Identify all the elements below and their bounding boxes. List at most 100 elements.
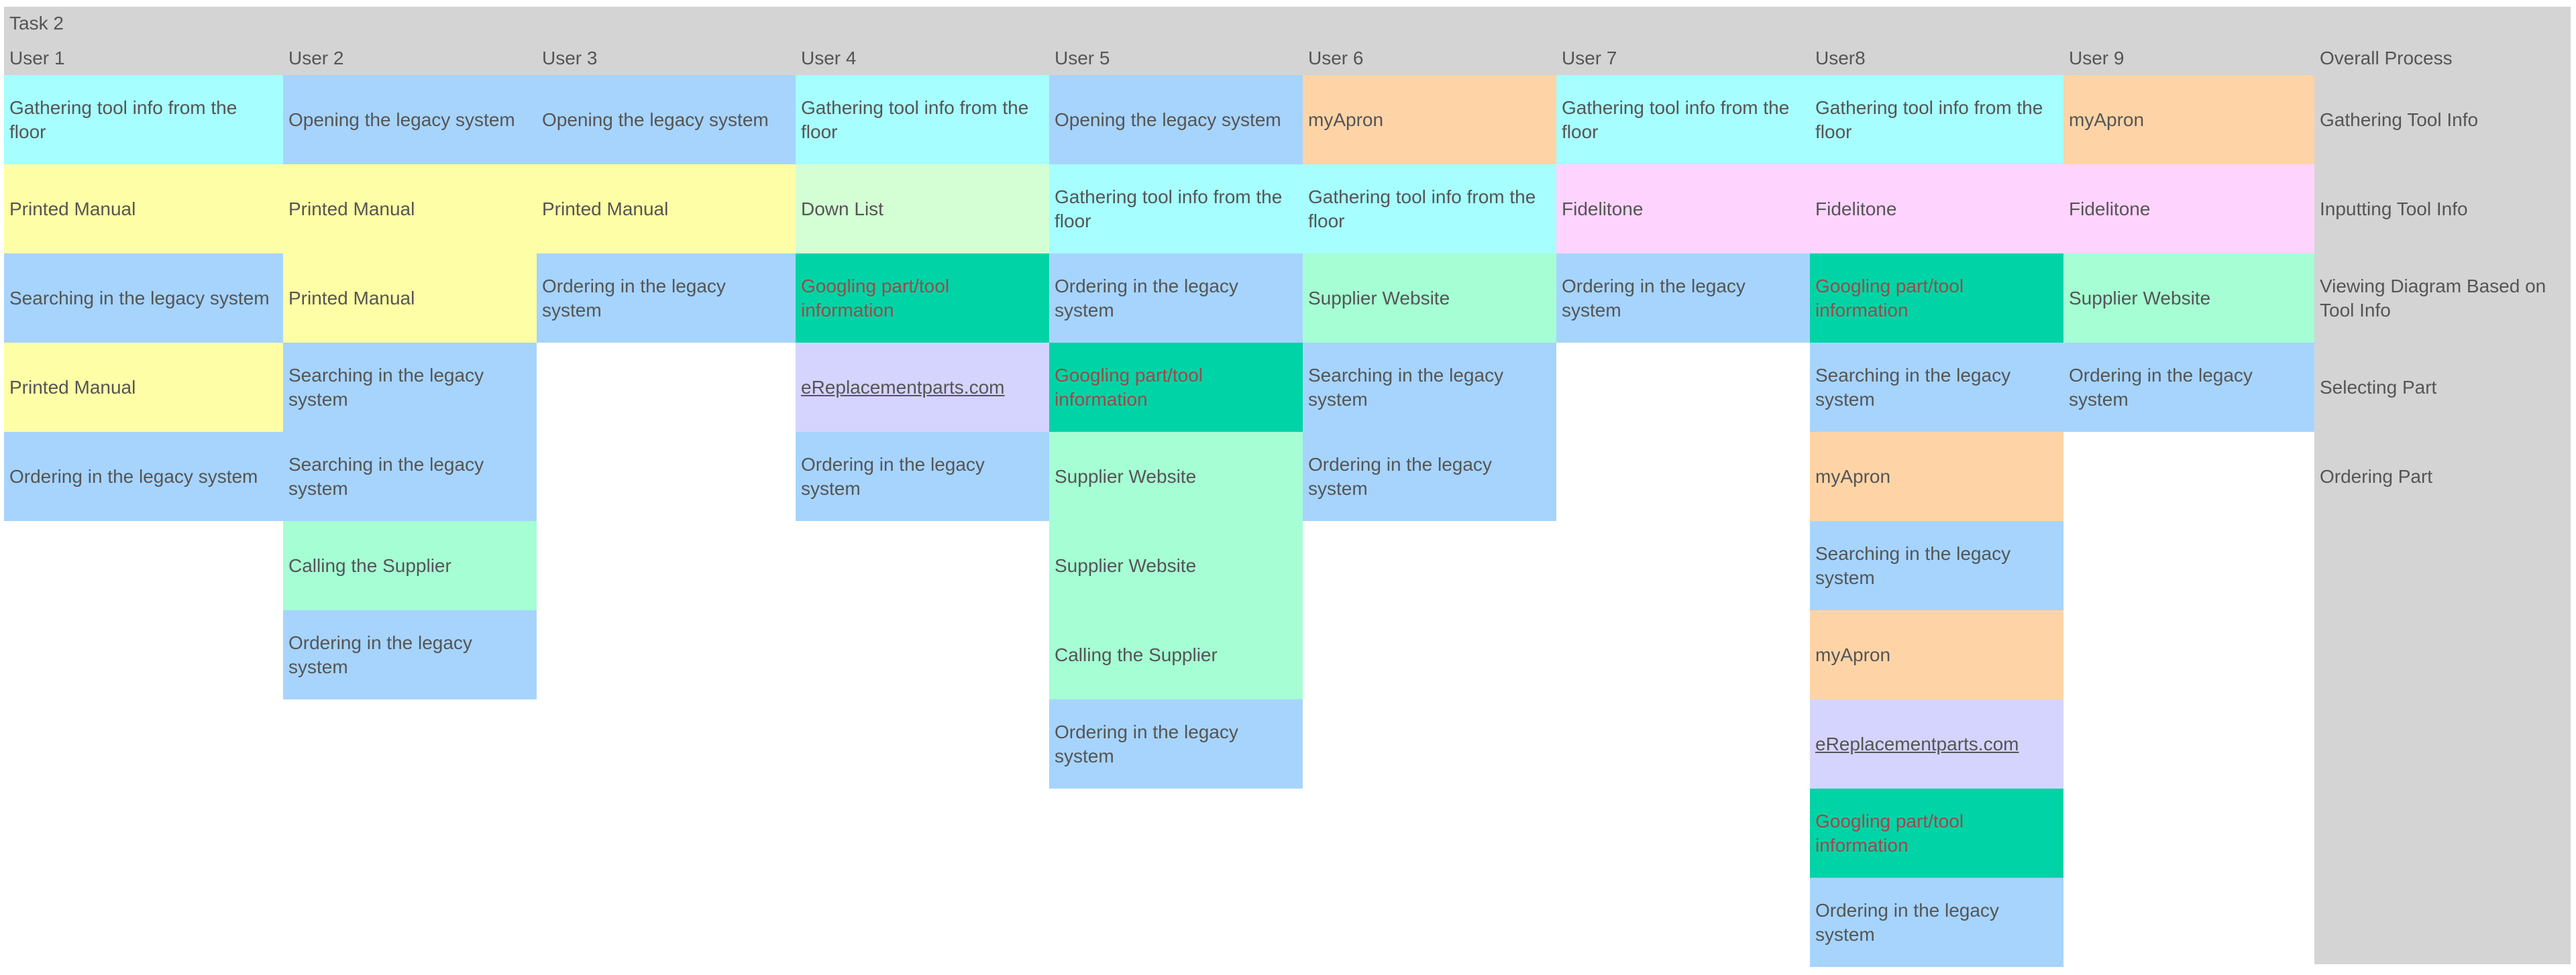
step-label: Ordering in the legacy system	[1055, 721, 1238, 766]
step-label: Fidelitone	[2069, 198, 2151, 219]
step-card: Down List	[796, 164, 1049, 253]
step-label: Opening the legacy system	[1055, 109, 1281, 130]
step-card: myApron	[1303, 75, 1556, 164]
step-label: Gathering tool info from the floor	[801, 97, 1029, 142]
step-card: Calling the Supplier	[283, 521, 537, 610]
step-card: Ordering in the legacy system	[1049, 253, 1303, 343]
step-label: Ordering in the legacy system	[542, 275, 726, 321]
step-card: Gathering tool info from the floor	[4, 75, 283, 164]
step-card: Googling part/tool information	[796, 253, 1049, 343]
step-card: Fidelitone	[1556, 164, 1810, 253]
column-header: User 4	[801, 48, 857, 68]
overall-step: Selecting Part	[2314, 343, 2571, 432]
header-band	[4, 7, 2571, 75]
step-card: Fidelitone	[2063, 164, 2314, 253]
step-card: Gathering tool info from the floor	[1810, 75, 2063, 164]
column-header: User8	[1815, 48, 1866, 68]
step-card: myApron	[2063, 75, 2314, 164]
overall-process-column	[2314, 7, 2571, 964]
step-card: Ordering in the legacy system	[796, 432, 1049, 521]
step-card: Searching in the legacy system	[1810, 521, 2063, 610]
step-label: Supplier Website	[2069, 287, 2211, 308]
step-card: Supplier Website	[2063, 253, 2314, 343]
step-label: Ordering in the legacy system	[801, 453, 985, 499]
step-label: Ordering in the legacy system	[9, 465, 258, 487]
step-label: Searching in the legacy system	[9, 287, 270, 308]
step-card: Printed Manual	[283, 253, 537, 343]
step-label: Printed Manual	[542, 198, 669, 219]
column-header: User 5	[1055, 48, 1110, 68]
step-card: myApron	[1810, 610, 2063, 699]
step-card: Googling part/tool information	[1810, 789, 2063, 878]
step-card: Searching in the legacy system	[283, 343, 537, 432]
step-card: eReplacementparts.com	[1810, 699, 2063, 789]
overall-step-label: Selecting Part	[2320, 376, 2437, 398]
step-card: Printed Manual	[283, 164, 537, 253]
column-header: User 3	[542, 48, 598, 68]
step-label: Searching in the legacy system	[1308, 364, 1504, 410]
step-card: Googling part/tool information	[1049, 343, 1303, 432]
step-card: Opening the legacy system	[537, 75, 796, 164]
step-card: Fidelitone	[1810, 164, 2063, 253]
step-label: Calling the Supplier	[1055, 644, 1218, 665]
column-header: User 1	[9, 48, 65, 68]
column-header: User 6	[1308, 48, 1364, 68]
step-card: Searching in the legacy system	[283, 432, 537, 521]
step-label: Searching in the legacy system	[1815, 542, 2011, 588]
step-label: myApron	[1815, 465, 1891, 487]
step-card: Supplier Website	[1049, 432, 1303, 521]
step-card: Ordering in the legacy system	[1810, 878, 2063, 967]
step-label: Googling part/tool information	[1055, 364, 1203, 410]
step-label: Ordering in the legacy system	[288, 632, 472, 677]
column-header: User 9	[2069, 48, 2125, 68]
step-card: Searching in the legacy system	[4, 253, 283, 343]
step-label: myApron	[1308, 109, 1384, 130]
step-label: Ordering in the legacy system	[1815, 899, 1999, 945]
step-label: Printed Manual	[288, 287, 415, 308]
step-card: eReplacementparts.com	[796, 343, 1049, 432]
overall-step: Ordering Part	[2314, 432, 2571, 521]
step-card: Ordering in the legacy system	[4, 432, 283, 521]
step-label: Googling part/tool information	[1815, 275, 1964, 321]
step-label: Supplier Website	[1055, 555, 1197, 576]
step-label: Opening the legacy system	[542, 109, 769, 130]
step-card: Searching in the legacy system	[1810, 343, 2063, 432]
step-label: Down List	[801, 198, 883, 219]
task-board: Task 2 User 1 Gathering tool info from th…	[4, 7, 2571, 967]
step-card: Gathering tool info from the floor	[796, 75, 1049, 164]
overall-step-label: Viewing Diagram Based on Tool Info	[2320, 275, 2546, 321]
step-card: Ordering in the legacy system	[2063, 343, 2314, 432]
step-card: Supplier Website	[1303, 253, 1556, 343]
step-label: Googling part/tool information	[1815, 810, 1964, 856]
step-label: eReplacementparts.com	[1815, 733, 2019, 754]
step-card: Ordering in the legacy system	[1049, 699, 1303, 789]
step-card: Printed Manual	[537, 164, 796, 253]
step-card: Printed Manual	[4, 164, 283, 253]
step-label: Printed Manual	[9, 198, 136, 219]
step-card: Ordering in the legacy system	[537, 253, 796, 343]
overall-process-header: Overall Process	[2320, 48, 2453, 68]
step-card: Gathering tool info from the floor	[1556, 75, 1810, 164]
step-label: myApron	[2069, 109, 2145, 130]
step-label: Gathering tool info from the floor	[9, 97, 237, 142]
step-card: Calling the Supplier	[1049, 610, 1303, 699]
step-card: Googling part/tool information	[1810, 253, 2063, 343]
step-label: Printed Manual	[288, 198, 415, 219]
step-label: Ordering in the legacy system	[2069, 364, 2253, 410]
task-title: Task 2	[9, 13, 64, 34]
step-label: Ordering in the legacy system	[1055, 275, 1238, 321]
step-card: Printed Manual	[4, 343, 283, 432]
step-card: Ordering in the legacy system	[1556, 253, 1810, 343]
step-card: Opening the legacy system	[283, 75, 537, 164]
column-header: User 2	[288, 48, 344, 68]
step-card: Gathering tool info from the floor	[1303, 164, 1556, 253]
overall-step: Inputting Tool Info	[2314, 164, 2571, 253]
step-card: Supplier Website	[1049, 521, 1303, 610]
overall-step-label: Gathering Tool Info	[2320, 109, 2479, 130]
step-label: Supplier Website	[1055, 465, 1197, 487]
step-card: Opening the legacy system	[1049, 75, 1303, 164]
overall-step-label: Ordering Part	[2320, 465, 2433, 487]
overall-step-label: Inputting Tool Info	[2320, 198, 2468, 219]
step-label: Searching in the legacy system	[288, 453, 484, 499]
step-label: Gathering tool info from the floor	[1308, 186, 1536, 231]
